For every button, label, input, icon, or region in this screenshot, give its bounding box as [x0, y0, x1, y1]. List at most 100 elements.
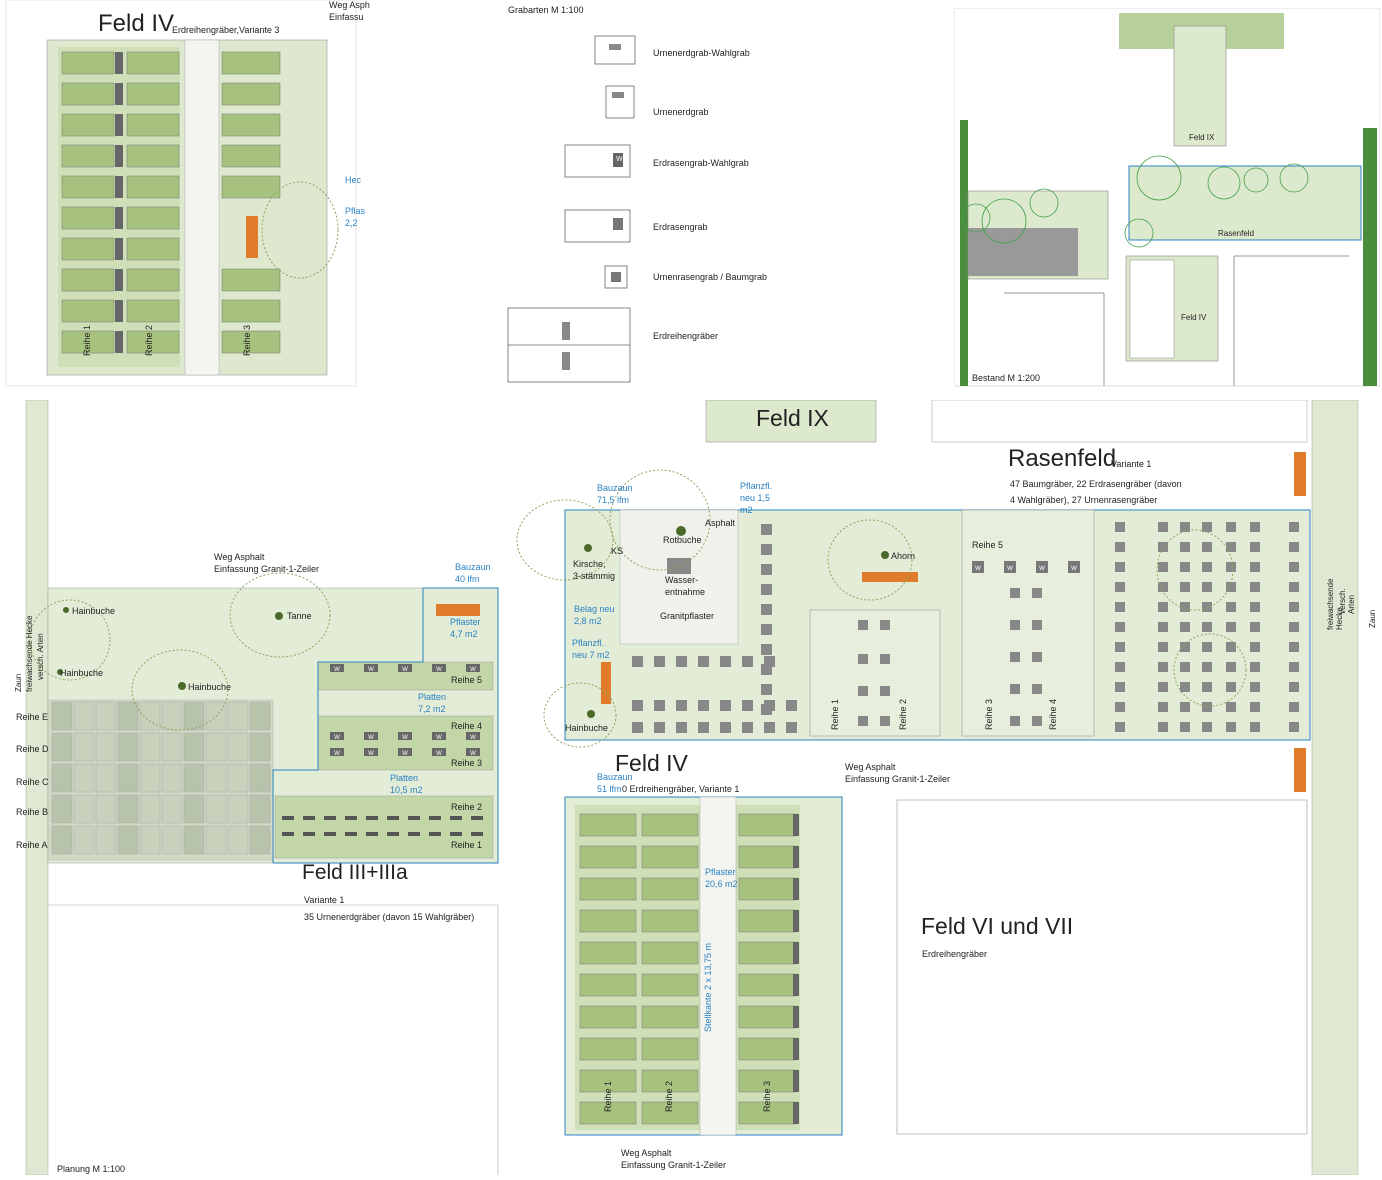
plot-stone [793, 846, 799, 868]
feld-iv-bauzaun-val: 51 lfm [597, 784, 622, 794]
right-hedge [1311, 399, 1359, 1176]
plot-stone [115, 269, 123, 291]
legend-item-5: Urnenrasengrab / Baumgrab [653, 272, 768, 282]
feld-iii-hainbuche-2: Hainbuche [60, 668, 104, 678]
plot [61, 144, 115, 168]
bestand-map [953, 7, 1381, 387]
grave-square [1115, 522, 1125, 532]
rasen-ks: KS [611, 546, 624, 556]
grave-square [654, 656, 665, 667]
grave-square [761, 624, 772, 635]
urn-stone [345, 816, 357, 820]
plot [221, 144, 281, 168]
plot [221, 82, 281, 106]
grave-square [1250, 602, 1260, 612]
wahl-mark: W [436, 751, 442, 757]
urn-plot [95, 825, 117, 855]
feld-vi-desc: Erdreihengräber [922, 949, 988, 959]
grave-square [1010, 652, 1020, 662]
grave-square [632, 700, 643, 711]
urn-plot [161, 825, 183, 855]
grave-square [1226, 682, 1236, 692]
grave-square [1250, 542, 1260, 552]
urn-plot [249, 825, 271, 855]
plot-stone [115, 114, 123, 136]
plot [738, 845, 796, 869]
grave-square [1289, 642, 1299, 652]
legend-item-4: Erdrasengrab [653, 222, 708, 232]
urn-plot [139, 701, 161, 731]
wahl-mark: W [1071, 566, 1077, 572]
grave-square [1202, 542, 1212, 552]
feld-iii-tanne: Tanne [287, 611, 312, 621]
feld-iii-weg1: Weg Asphalt [214, 552, 265, 562]
feld-iii-bauzaun: Bauzaun [455, 562, 491, 572]
feld-iv-pflaster-val: 20,6 m2 [705, 879, 738, 889]
tl-hec: Hec [345, 175, 362, 185]
feld-iii-row-r4: Reihe 4 [451, 721, 483, 731]
urn-plot [139, 825, 161, 855]
plot [579, 941, 637, 965]
urn-stone [387, 832, 399, 836]
plot [126, 330, 180, 354]
urn-plot [117, 763, 139, 793]
grave-square [676, 700, 687, 711]
grave-square [1115, 702, 1125, 712]
urn-plot [117, 825, 139, 855]
left-zaun: Zaun [14, 673, 23, 692]
grave-square [654, 700, 665, 711]
grave-square [1289, 722, 1299, 732]
rasen-row-3: Reihe 3 [984, 698, 994, 730]
plot-stone [115, 331, 123, 353]
urn-plot [73, 701, 95, 731]
feld-iii-hainbuche-1: Hainbuche [72, 606, 116, 616]
plot [126, 206, 180, 230]
urn-stone [303, 832, 315, 836]
panel-grabarten [490, 0, 850, 390]
plot [641, 877, 699, 901]
urn-stone [408, 832, 420, 836]
urn-plot [227, 825, 249, 855]
bestand-rasenfeld: Rasenfeld [1218, 229, 1255, 238]
urn-plot [227, 732, 249, 762]
grave-square [676, 722, 687, 733]
plot [126, 175, 180, 199]
feld-iii-pflaster: Pflaster [450, 617, 481, 627]
plot [579, 877, 637, 901]
right-plot-rows [221, 51, 281, 354]
grave-square [1202, 682, 1212, 692]
wahl-grave [330, 664, 344, 672]
urn-plot [249, 763, 271, 793]
grave-square [761, 584, 772, 595]
rasen-row-1: Reihe 1 [830, 698, 840, 730]
grave-square [761, 604, 772, 615]
wahl-mark: W [368, 667, 374, 673]
panel-bestand [953, 7, 1381, 388]
plot-stone [115, 207, 123, 229]
wahl-mark: W [436, 735, 442, 741]
feld-iv-row-1: Reihe 1 [603, 1080, 613, 1112]
grave-square [1032, 620, 1042, 630]
grave-square [1250, 722, 1260, 732]
plot [61, 268, 115, 292]
grave-square [632, 656, 643, 667]
plot-stone [793, 1102, 799, 1124]
plot [738, 1037, 796, 1061]
grave-square [1226, 622, 1236, 632]
grave-square [1158, 562, 1168, 572]
grave-square [1115, 602, 1125, 612]
urn-plot [183, 763, 205, 793]
grave-square [1250, 682, 1260, 692]
grave-square [1250, 642, 1260, 652]
grave-square [1289, 622, 1299, 632]
plot [61, 330, 115, 354]
grave-square [761, 524, 772, 535]
urn-plot [139, 763, 161, 793]
feld-iii-row-d: Reihe D [16, 744, 49, 754]
plot-stone [115, 52, 123, 74]
bestand-feld-ix: Feld IX [1189, 133, 1215, 142]
feld-iv-pflaster: Pflaster [705, 867, 736, 877]
wahl-grave [1068, 561, 1080, 573]
plot [126, 113, 180, 137]
